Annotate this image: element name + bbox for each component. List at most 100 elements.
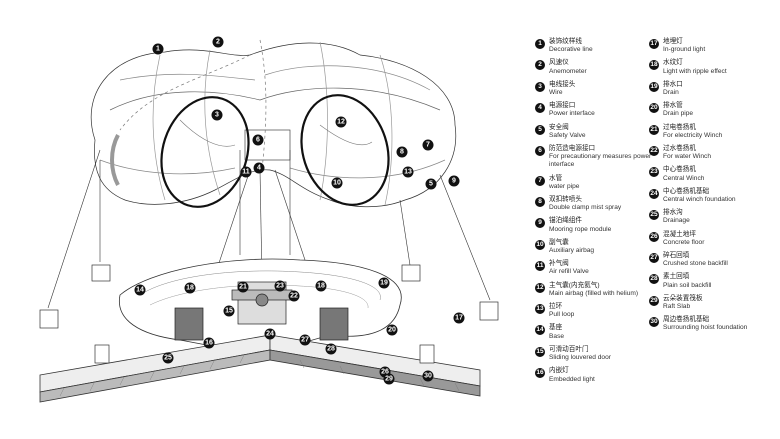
- legend-number: 30: [649, 317, 659, 328]
- hatch: [454, 382, 460, 392]
- legend-label-en: Surrounding hoist foundation: [663, 324, 748, 332]
- legend-label-cn: 水管: [549, 174, 563, 182]
- legend-number: 15: [535, 346, 545, 357]
- inner-panel: [319, 124, 373, 146]
- legend-number: 9: [535, 218, 545, 229]
- legend-number: 8: [535, 197, 545, 208]
- side-fabric: [110, 134, 120, 186]
- legend-label-en: Embedded light: [549, 375, 595, 383]
- legend-label-en: Main airbag (filled with helium): [549, 289, 639, 297]
- callout-30: 30: [422, 370, 434, 382]
- legend-label-cn: 排水管: [663, 102, 683, 110]
- legend-number: 11: [535, 261, 545, 272]
- legend-label-cn: 补气阀: [549, 260, 569, 268]
- balloon-rib: [319, 41, 328, 201]
- svg-text:19: 19: [380, 280, 388, 287]
- legend-label-cn: 可滑动百叶门: [549, 345, 589, 353]
- axonometric-diagram: 1 2 3 12 6 8 7 11 4 13 10 5 9 14 18 21 2…: [39, 36, 499, 403]
- legend-label-cn: 装饰纹样线: [549, 38, 582, 45]
- svg-text:25: 25: [164, 355, 172, 362]
- legend-number: 20: [649, 103, 659, 114]
- svg-text:6: 6: [256, 137, 260, 144]
- legend-label-en: For precautionary measures power interfa…: [549, 153, 652, 169]
- legend-label-en: For water Winch: [663, 153, 711, 161]
- hatch: [119, 376, 125, 386]
- legend-label-cn: 电源接口: [549, 102, 576, 110]
- legend-label-cn: 水纹灯: [663, 59, 683, 67]
- callout-21: 21: [237, 281, 249, 293]
- legend-label-cn: 双扣转喷头: [549, 196, 582, 204]
- legend-label-cn: 风速仪: [549, 59, 569, 67]
- hoist-box: [91, 264, 111, 282]
- legend-number: 17: [649, 39, 659, 49]
- svg-text:12: 12: [337, 119, 345, 126]
- legend-label-cn: 混凝土地坪: [663, 230, 696, 238]
- legend-label-en: Wire: [549, 89, 563, 97]
- callout-18a: 18: [184, 282, 196, 294]
- legend-number: 22: [649, 146, 659, 157]
- callout-24: 24: [264, 328, 276, 340]
- hatch: [59, 387, 65, 397]
- balloon-rib: [289, 159, 446, 179]
- svg-text:15: 15: [225, 308, 233, 315]
- legend-label-cn: 云朵装置筏板: [663, 294, 703, 302]
- legend-number: 3: [535, 81, 545, 92]
- legend-number: 18: [649, 60, 659, 71]
- svg-text:14: 14: [136, 287, 144, 294]
- legend-number: 2: [535, 60, 545, 71]
- legend-number: 24: [649, 188, 659, 199]
- mooring-rope: [214, 169, 251, 276]
- hoist-box: [479, 301, 499, 321]
- ripple-line: [149, 284, 369, 309]
- legend-label-cn: 排水口: [663, 80, 683, 88]
- dashed-line: [259, 39, 267, 171]
- legend-label-en: Base: [549, 332, 565, 340]
- callout-2: 2: [212, 36, 224, 48]
- legend-label-cn: 电线接头: [549, 80, 576, 88]
- svg-text:18: 18: [186, 285, 194, 292]
- dashed-line: [119, 54, 251, 131]
- svg-text:9: 9: [452, 178, 456, 185]
- ripple-line: [139, 270, 381, 301]
- callout-19: 19: [378, 277, 390, 289]
- legend-label-en: Concrete floor: [663, 238, 705, 246]
- legend-label-cn: 周边卷扬机基础: [663, 316, 710, 324]
- svg-text:18: 18: [317, 283, 325, 290]
- legend-label-en: Central Winch: [663, 174, 705, 182]
- legend-label-en: Mooring rope module: [549, 225, 612, 233]
- mooring-rope: [439, 174, 491, 301]
- balloon-rib: [204, 49, 221, 196]
- mooring-rope: [47, 149, 101, 309]
- legend-number: 7: [535, 175, 545, 186]
- legend-number: 27: [649, 253, 659, 264]
- legend-number: 16: [535, 368, 545, 379]
- balloon-rib: [264, 65, 431, 91]
- legend-label-en: Air refill Valve: [549, 268, 589, 276]
- legend-label-en: Raft Slab: [663, 303, 691, 311]
- legend-label-en: Drainage: [663, 217, 690, 225]
- mooring-rope: [399, 199, 411, 266]
- legend-label-en: Decorative line: [549, 46, 593, 54]
- svg-text:22: 22: [290, 293, 298, 300]
- svg-text:30: 30: [424, 373, 432, 380]
- legend-number: 12: [535, 282, 545, 293]
- legend-label-en: Safety Valve: [549, 131, 586, 139]
- central-opening: [244, 129, 291, 161]
- hoist-box: [39, 309, 59, 329]
- legend-label-cn: 中心卷扬机基础: [663, 187, 710, 195]
- legend-label-en: Anemometer: [549, 67, 587, 75]
- legend-number: 23: [649, 167, 659, 178]
- callout-23: 23: [274, 280, 286, 292]
- legend-number: 5: [535, 124, 545, 135]
